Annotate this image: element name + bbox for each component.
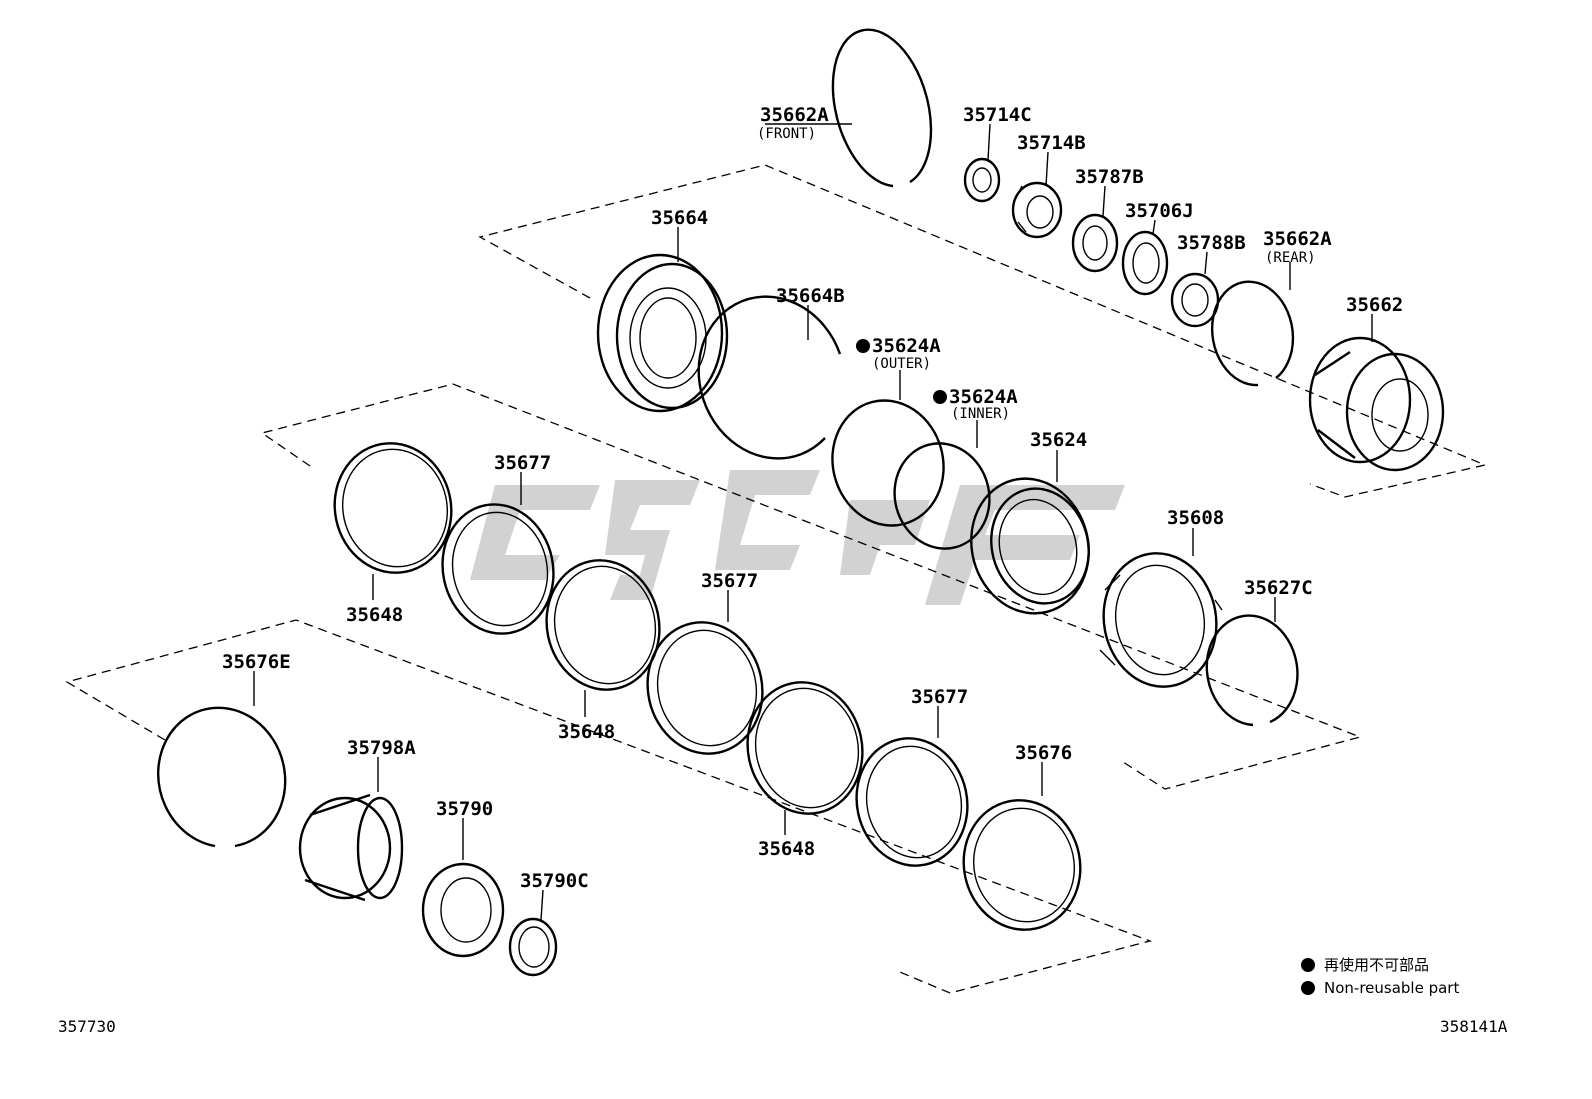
leader-35714c [987,123,991,161]
label-35788b: 35788B [1177,232,1246,254]
label-35677-1: 35677 [494,452,551,474]
label-35624a-inner: 35624A [949,386,1018,408]
clutch-disc-35677-1 [441,503,555,635]
clutch-disc-35677-2 [646,621,764,755]
label-35624a-outer: 35624A [872,335,941,357]
clutch-disc-35677-3 [855,737,969,867]
thrust-washer-35714c [963,157,1001,203]
label-35790c: 35790C [520,870,589,892]
snap-ring-35627c [1205,614,1299,727]
part-labels: 35662A (FRONT) 35714C 35714B 35787B 3570… [222,104,1403,892]
label-35706j: 35706J [1125,200,1194,222]
nonreusable-mark-outer [856,339,870,353]
clutch-hub-35798a [298,793,404,902]
label-35676: 35676 [1015,742,1072,764]
legend-dot-jp [1301,958,1315,972]
bearing-35706j [1121,230,1169,296]
label-35662a-rear-note: (REAR) [1265,250,1316,266]
snap-ring-35662a-rear [1210,280,1295,387]
washer-35790c [508,917,558,977]
label-35662a-rear: 35662A [1263,228,1332,250]
leader-35714b [1045,151,1049,187]
legend-en-text: Non-reusable part [1324,979,1459,997]
o-ring-35624a-inner [893,442,991,550]
footer-right-code: 358141A [1440,1017,1508,1036]
clutch-drum-35662 [1308,336,1445,472]
legend: 再使用不可部品 Non-reusable part [1301,956,1459,997]
label-35648-2: 35648 [558,721,615,743]
group-outlines [65,164,1488,994]
label-35790: 35790 [436,798,493,820]
label-35608: 35608 [1167,507,1224,529]
label-35664: 35664 [651,207,708,229]
label-35677-3: 35677 [911,686,968,708]
clutch-plate-35648-3 [746,681,864,815]
label-35648-1: 35648 [346,604,403,626]
label-35676e: 35676E [222,651,291,673]
lower-group-outline [65,619,1153,994]
leader-35788b [1204,251,1208,275]
leader-35790c [540,889,544,921]
leader-35787b [1102,185,1106,217]
label-35662a-front-note: (FRONT) [757,126,816,142]
label-35627c: 35627C [1244,577,1313,599]
snap-ring-35662a-front [831,28,933,188]
legend-jp-text: 再使用不可部品 [1324,956,1429,974]
snap-ring-35664b [697,295,842,460]
label-35648-3: 35648 [758,838,815,860]
clutch-plate-35648-1 [333,442,453,574]
label-35798a: 35798A [347,737,416,759]
nonreusable-mark-inner [933,390,947,404]
piston-35624 [970,477,1090,615]
label-35677-2: 35677 [701,570,758,592]
label-35662: 35662 [1346,294,1403,316]
label-35714b: 35714B [1017,132,1086,154]
label-35624a-outer-note: (OUTER) [872,356,931,372]
label-35624a-inner-note: (INNER) [951,406,1010,422]
washer-35788b [1170,272,1220,328]
label-35787b: 35787B [1075,166,1144,188]
clutch-plate-35648-2 [545,559,661,691]
label-35714c: 35714C [963,104,1032,126]
leader-35706j [1152,219,1156,235]
legend-dot-en [1301,981,1315,995]
middle-group-outline [260,383,1363,790]
washer-35787b [1071,213,1119,273]
snap-ring-35676e [157,706,287,848]
label-35664b: 35664B [776,285,845,307]
label-35662a-front: 35662A [760,104,829,126]
return-spring-35608 [1099,552,1223,688]
bearing-35714b [1011,181,1063,239]
label-35624: 35624 [1030,429,1087,451]
footer-left-code: 357730 [58,1017,116,1036]
hub-35790 [421,862,505,958]
clutch-flange-35676 [962,799,1082,931]
